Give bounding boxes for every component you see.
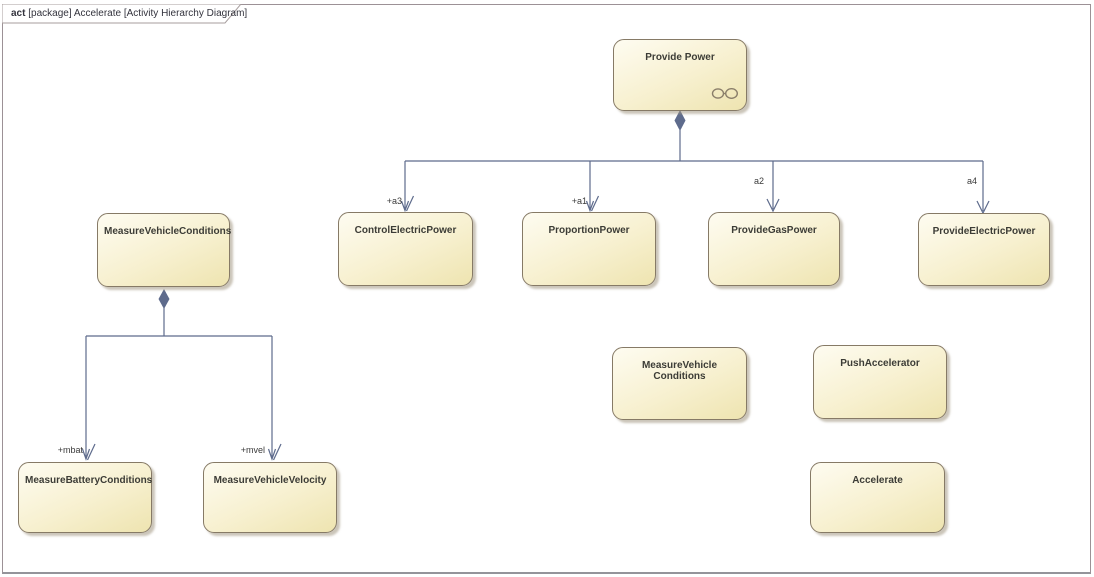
edge-role-label-mvel: +mvel [240, 445, 265, 455]
composition-diamond-icon [158, 289, 170, 309]
node-label: Provide Power [645, 52, 715, 63]
open-arrowhead-icon [585, 200, 595, 213]
edge-role-label-mbat: +mbat [57, 445, 83, 455]
node-label: MeasureVehicleVelocity [213, 475, 327, 486]
node-label: MeasureVehicle Conditions [641, 360, 718, 382]
frame-title: act [package] Accelerate [Activity Hiera… [11, 8, 247, 19]
activity-node-measure-vehicle-conditions-2[interactable]: MeasureVehicle Conditions [612, 347, 747, 420]
activity-node-provide-gas-power[interactable]: ProvideGasPower [708, 212, 840, 286]
activity-node-push-accelerator[interactable]: PushAccelerator [813, 345, 947, 419]
activity-node-provide-electric-power[interactable]: ProvideElectricPower [918, 213, 1050, 286]
arrow-slash-icon [86, 443, 96, 461]
open-arrowhead-icon [81, 448, 91, 461]
diagram-frame [2, 4, 1091, 574]
arrow-slash-icon [405, 195, 415, 212]
node-label: ControlElectricPower [354, 225, 457, 236]
edge-role-label-a4: a4 [966, 176, 977, 186]
edge-role-label-a2: a2 [753, 176, 764, 186]
node-label: ProvideElectricPower [932, 226, 1036, 237]
edge-role-label-a1: +a1 [571, 196, 587, 206]
node-label: ProportionPower [548, 225, 630, 236]
open-arrowhead-icon [766, 198, 780, 213]
node-label: PushAccelerator [840, 358, 920, 369]
activity-node-measure-battery-conditions[interactable]: MeasureBatteryConditions [18, 462, 152, 533]
activity-node-control-electric-power[interactable]: ControlElectricPower [338, 212, 473, 286]
provide-power-tree[interactable] [400, 110, 990, 215]
node-label: MeasureVehicleConditions [104, 226, 232, 237]
node-label: MeasureBatteryConditions [25, 475, 153, 486]
activity-node-measure-vehicle-velocity[interactable]: MeasureVehicleVelocity [203, 462, 337, 533]
arrow-slash-icon [590, 195, 600, 212]
activity-node-accelerate[interactable]: Accelerate [810, 462, 945, 533]
activity-node-provide-power[interactable]: Provide Power [613, 39, 747, 111]
measure-vehicle-conditions-tree[interactable] [81, 289, 282, 461]
activity-node-measure-vehicle-conditions[interactable]: MeasureVehicleConditions [97, 213, 232, 287]
edge-role-label-a3: +a3 [386, 196, 402, 206]
open-arrowhead-icon [267, 448, 277, 461]
node-label: Accelerate [852, 475, 903, 486]
frame-title-text: [package] Accelerate [Activity Hierarchy… [25, 8, 248, 19]
open-arrowhead-icon [400, 200, 410, 213]
activity-node-proportion-power[interactable]: ProportionPower [522, 212, 656, 286]
node-label: ProvideGasPower [731, 225, 817, 236]
arrow-slash-icon [272, 443, 282, 461]
frame-keyword: act [11, 8, 26, 19]
composition-diamond-icon [674, 110, 686, 131]
decomposition-icon [711, 87, 739, 100]
frame-tab [2, 4, 242, 24]
